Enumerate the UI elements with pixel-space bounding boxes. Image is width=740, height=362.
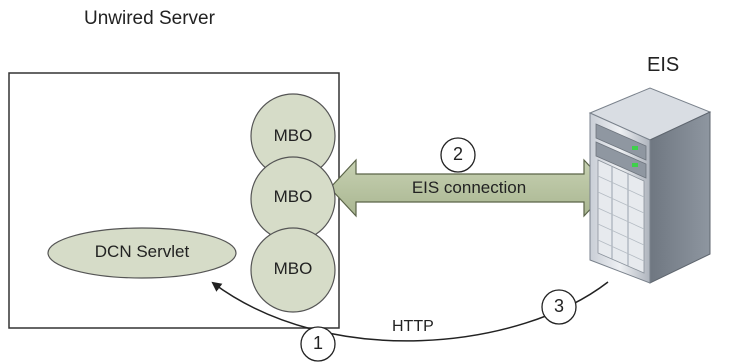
eis-title: EIS (647, 54, 680, 76)
dcn-servlet-label: DCN Servlet (94, 242, 190, 261)
mbo-circle-3 (250, 227, 336, 313)
unwired-server-title: Unwired Server (84, 8, 215, 29)
mbo-1-label: MBO (273, 126, 313, 145)
mbo-3-label: MBO (273, 259, 313, 278)
mbo-2-label: MBO (273, 187, 313, 206)
step-3-number: 3 (553, 296, 564, 316)
eis-server-icon (588, 87, 712, 284)
http-label: HTTP (392, 318, 434, 335)
step-3-badge (541, 289, 577, 325)
step-1-badge (300, 326, 336, 362)
step-2-number: 2 (452, 144, 463, 164)
eis-connection-label: EIS connection (411, 178, 527, 197)
dcn-servlet-ellipse (47, 227, 237, 279)
step-1-number: 1 (312, 333, 323, 353)
step-2-badge (440, 137, 476, 173)
